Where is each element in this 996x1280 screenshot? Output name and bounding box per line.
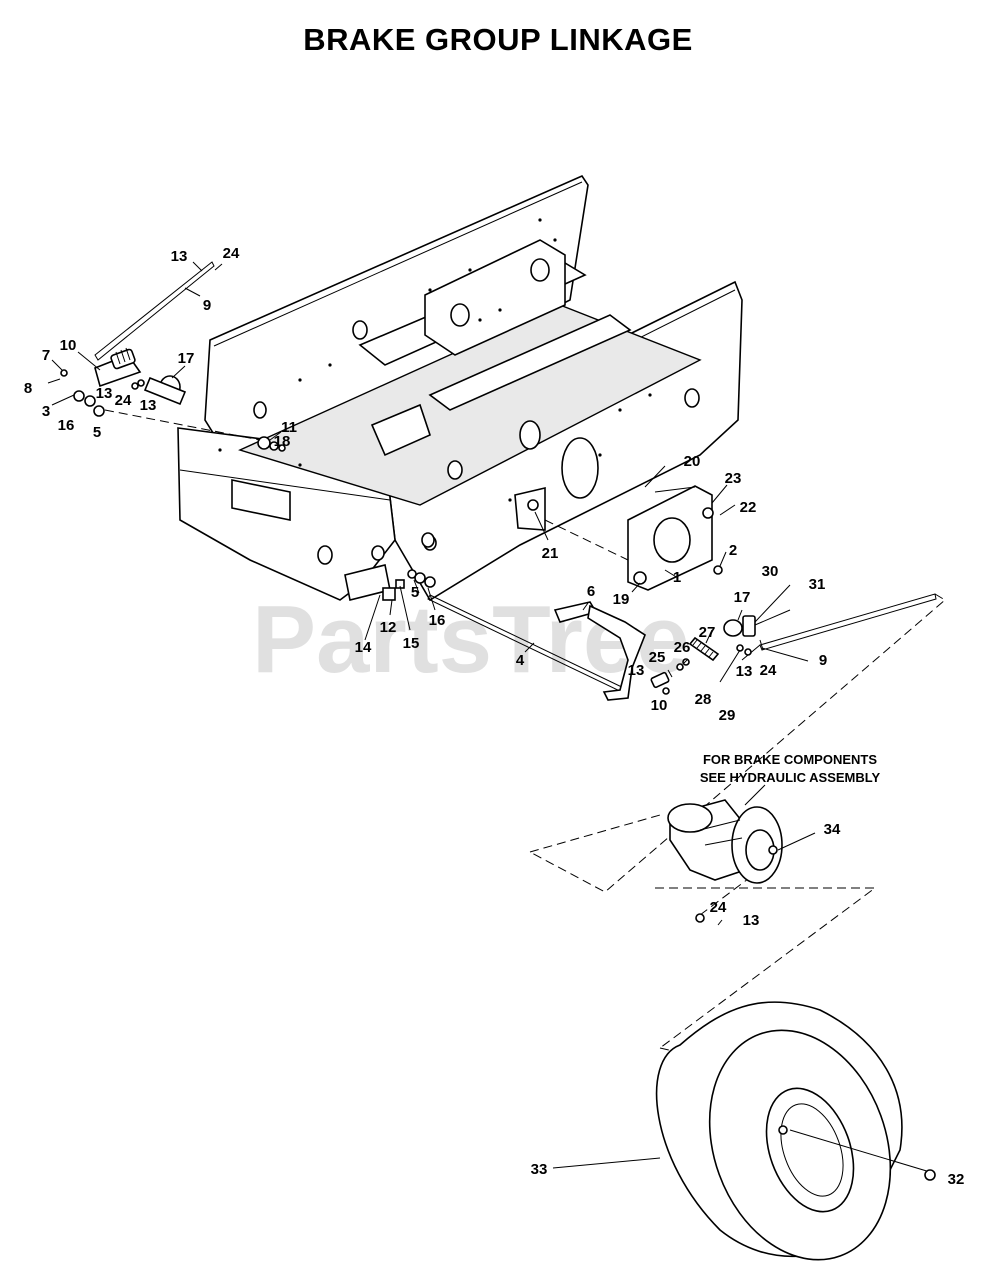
callout-21: 21 bbox=[542, 545, 559, 562]
tire-wheel bbox=[552, 1001, 936, 1261]
callout-1: 1 bbox=[673, 569, 681, 586]
callout-labels: 13 24 9 7 10 8 3 13 24 13 16 5 17 11 18 … bbox=[24, 245, 965, 1188]
callout-24: 24 bbox=[115, 392, 132, 409]
callout-10: 10 bbox=[60, 337, 77, 354]
brake-pedal-assembly bbox=[553, 601, 791, 701]
callout-17: 17 bbox=[178, 350, 195, 367]
callout-20: 20 bbox=[684, 453, 701, 470]
callout-19: 19 bbox=[613, 591, 630, 608]
callout-5: 5 bbox=[93, 424, 101, 441]
callout-4: 4 bbox=[516, 652, 525, 669]
callout-16: 16 bbox=[429, 612, 446, 629]
watermark: PartsTree bbox=[252, 586, 690, 693]
note-line-2: SEE HYDRAULIC ASSEMBLY bbox=[699, 770, 881, 785]
callout-27: 27 bbox=[699, 624, 716, 641]
callout-13: 13 bbox=[140, 397, 157, 414]
callout-22: 22 bbox=[740, 499, 757, 516]
callout-9: 9 bbox=[819, 652, 827, 669]
callout-13: 13 bbox=[628, 662, 645, 679]
left-bellcrank-assembly bbox=[47, 347, 286, 452]
callout-13: 13 bbox=[96, 385, 113, 402]
callout-11: 11 bbox=[281, 419, 297, 436]
page-title: BRAKE GROUP LINKAGE bbox=[303, 22, 693, 57]
callout-33: 33 bbox=[531, 1161, 548, 1178]
callout-29: 29 bbox=[719, 707, 736, 724]
callout-leaders bbox=[51, 261, 809, 683]
callout-13: 13 bbox=[736, 663, 753, 680]
callout-23: 23 bbox=[725, 470, 742, 487]
callout-15: 15 bbox=[403, 635, 420, 652]
callout-32: 32 bbox=[948, 1171, 965, 1188]
callout-10: 10 bbox=[651, 697, 668, 714]
callout-26: 26 bbox=[674, 639, 691, 656]
callout-18: 18 bbox=[274, 433, 291, 450]
hydraulic-motor bbox=[667, 784, 816, 926]
callout-24: 24 bbox=[760, 662, 777, 679]
note-line-1: FOR BRAKE COMPONENTS bbox=[702, 752, 878, 767]
callout-28: 28 bbox=[695, 691, 712, 708]
callout-5: 5 bbox=[411, 584, 419, 601]
callout-17: 17 bbox=[734, 589, 751, 606]
callout-25: 25 bbox=[649, 649, 666, 666]
callout-6: 6 bbox=[587, 583, 595, 600]
callout-2: 2 bbox=[729, 542, 737, 559]
callout-30: 30 bbox=[762, 563, 779, 580]
side-bracket bbox=[371, 485, 723, 601]
chassis-frame bbox=[177, 174, 743, 602]
callout-24: 24 bbox=[223, 245, 240, 262]
callout-34: 34 bbox=[824, 821, 841, 838]
callout-8: 8 bbox=[24, 380, 32, 397]
callout-13: 13 bbox=[171, 248, 188, 265]
brake-components-note: FOR BRAKE COMPONENTS SEE HYDRAULIC ASSEM… bbox=[670, 751, 910, 787]
callout-3: 3 bbox=[42, 403, 50, 420]
callout-14: 14 bbox=[355, 639, 372, 656]
callout-13: 13 bbox=[743, 912, 760, 929]
callout-12: 12 bbox=[380, 619, 397, 636]
callout-31: 31 bbox=[809, 576, 826, 593]
callout-7: 7 bbox=[42, 347, 50, 364]
callout-16: 16 bbox=[58, 417, 75, 434]
callout-9: 9 bbox=[203, 297, 211, 314]
callout-24: 24 bbox=[710, 899, 727, 916]
